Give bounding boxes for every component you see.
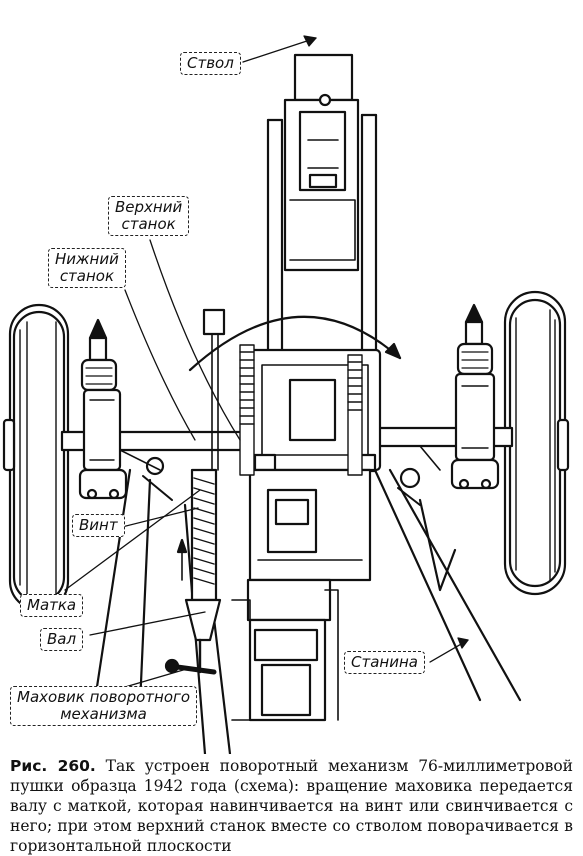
label-nut: Матка xyxy=(20,594,84,617)
label-barrel: Ствол xyxy=(180,52,241,75)
traverse-screw xyxy=(164,308,226,675)
label-barrel-text: Ствол xyxy=(187,54,234,72)
gun-mechanism-diagram xyxy=(2,35,570,754)
figure-caption: Рис. 260. Так устроен поворотный механиз… xyxy=(10,756,573,856)
label-trail: Станина xyxy=(344,651,425,674)
label-shaft: Вал xyxy=(40,628,84,651)
label-handwheel: Маховик поворотного механизма xyxy=(10,686,198,726)
label-trail-text: Станина xyxy=(351,653,418,671)
label-handwheel-line2: механизма xyxy=(60,705,147,723)
label-nut-text: Матка xyxy=(27,596,77,614)
label-screw: Винт xyxy=(72,514,125,537)
caption-text: Так устроен поворотный механизм 76-милли… xyxy=(10,757,574,855)
label-upper-carriage-line1: Верхний xyxy=(115,198,183,216)
left-spring-unit xyxy=(78,318,128,500)
label-shaft-text: Вал xyxy=(47,630,77,648)
right-spring-unit xyxy=(450,303,500,490)
toothed-racks xyxy=(239,344,363,476)
label-lower-carriage-line1: Нижний xyxy=(55,250,119,268)
leader-lines xyxy=(64,35,469,691)
right-wheel xyxy=(503,290,570,596)
label-lower-carriage: Нижний станок xyxy=(48,248,126,288)
label-upper-carriage: Верхний станок xyxy=(108,196,190,236)
label-screw-text: Винт xyxy=(79,516,118,534)
label-lower-carriage-line2: станок xyxy=(59,267,115,285)
label-handwheel-line1: Маховик поворотного xyxy=(17,688,191,706)
rotation-arrow xyxy=(188,315,402,372)
left-wheel xyxy=(2,303,70,612)
label-upper-carriage-line2: станок xyxy=(121,215,176,233)
figure-number: Рис. 260. xyxy=(10,757,96,775)
trails xyxy=(93,468,522,754)
